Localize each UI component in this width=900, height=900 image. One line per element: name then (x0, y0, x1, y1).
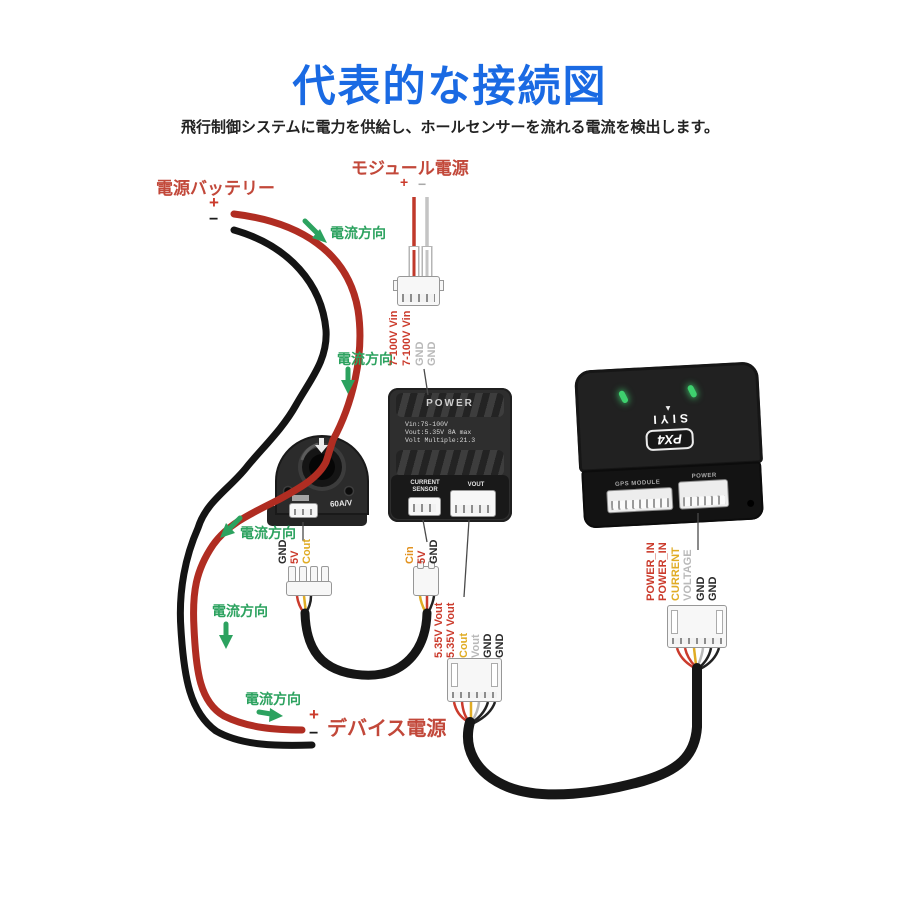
flight-controller: PX4 SIYI ▲ GPS MODULE POWER (573, 361, 766, 529)
pin-strip (402, 294, 435, 302)
pin-label: POWER_IN (657, 542, 669, 601)
module-power-connector (393, 276, 444, 306)
connector-slot (491, 663, 498, 687)
device-plus-mark: + (309, 705, 319, 724)
page-subtitle: 飛行制御システムに電力を供給し、ホールセンサーを流れる電流を検出します。 (180, 119, 720, 136)
module-minus-mark: − (418, 176, 427, 192)
vout-port-label: VOUT (467, 482, 485, 488)
flight-controller-front-face: GPS MODULE POWER (581, 461, 765, 529)
power-module-specs: Vin:7S-100V Vout:5.35V 8A max Volt Multi… (405, 421, 475, 445)
pin-label: GND (414, 341, 426, 366)
flow-label-4: 電流方向 (212, 603, 268, 619)
pin-label: CURRENT (670, 547, 682, 601)
device-power-label: デバイス電源 (327, 718, 447, 740)
pin-sleeve (417, 561, 424, 569)
flight-controller-branding: PX4 SIYI ▲ (606, 401, 732, 453)
pin-label: 7-100V Vin (388, 310, 400, 366)
battery-plus-mark: + (209, 193, 219, 212)
pin-label: Cout (301, 538, 313, 564)
sensor-in-connector (413, 561, 439, 596)
px4-logo: PX4 (644, 427, 695, 452)
vout-cable-connector (447, 658, 502, 702)
pin-label: 5V (416, 550, 428, 564)
flow-label-2: 電流方向 (337, 351, 393, 367)
pin-label: GND (428, 539, 440, 564)
sensor-cable (295, 595, 436, 680)
module-power-label: モジュール電源 (351, 159, 469, 178)
fc-power-cable-connector (667, 605, 727, 648)
pin-label: 7-100V Vin (401, 310, 413, 366)
pin-label: 5.35V Vout (433, 602, 445, 658)
connector-slot (671, 610, 678, 634)
pin-sleeve (428, 561, 435, 569)
pin-label: POWER_IN (645, 542, 657, 601)
current-sensor-port-label-line1: CURRENT (410, 480, 440, 486)
pin-label: GND (277, 539, 289, 564)
battery-label: 電源バッテリー (156, 179, 275, 198)
pin-label: Vout (470, 634, 482, 658)
connector-body (286, 581, 332, 596)
battery-minus-mark: − (209, 211, 219, 228)
current-sensor-port-connector (408, 497, 441, 516)
spec-line-3: Volt Multiple:21.3 (405, 437, 476, 444)
pin-label: GND (695, 576, 707, 601)
pin-strip (610, 498, 670, 511)
pin-strip (682, 495, 726, 507)
flow-label-5: 電流方向 (245, 691, 301, 707)
power-module-vents-top (396, 393, 504, 417)
pin-label: GND (707, 576, 719, 601)
spec-line-2: Vout:5.35V 8A max (405, 429, 472, 436)
sensor-out-connector (286, 566, 332, 596)
connector-tab (439, 280, 444, 291)
pin-strip (294, 509, 313, 515)
connector-tab (393, 280, 398, 291)
fc-power-port-connector (677, 479, 730, 510)
pin-label: VOLTAGE (682, 549, 694, 601)
current-sensor-port-label: CURRENT SENSOR (405, 480, 445, 494)
flight-controller-top-face: PX4 SIYI ▲ (573, 361, 764, 473)
pin-label: 5V (289, 550, 301, 564)
power-module-title: POWER (426, 398, 474, 409)
status-led-icon (617, 389, 630, 405)
pin-label: GND (494, 633, 506, 658)
device-minus-mark: − (309, 725, 319, 742)
pin-label: GND (426, 341, 438, 366)
flow-label-1: 電流方向 (330, 225, 386, 241)
sensor-rating-label: 60A/V (329, 498, 353, 509)
status-led-icon (686, 384, 698, 399)
pin-label: GND (482, 633, 494, 658)
spec-line-1: Vin:7S-100V (405, 421, 448, 428)
gps-port-label: GPS MODULE (614, 479, 661, 488)
sensor-board-connector (289, 503, 318, 518)
module-power-wires (408, 197, 433, 276)
pin-label: Cin (404, 546, 416, 564)
pin-strip (413, 504, 436, 512)
pin-strip (455, 505, 491, 513)
current-sensor-port-label-line2: SENSOR (412, 487, 438, 493)
pin-strip (452, 692, 497, 698)
button-dot (746, 499, 755, 508)
module-plus-mark: + (400, 174, 409, 190)
vout-port-connector (450, 490, 496, 517)
battery-negative-wire (176, 226, 330, 749)
power-module-vents-mid (396, 450, 504, 476)
connector-slot (716, 610, 723, 634)
gps-port-connector (606, 486, 674, 514)
pin-label: 5.35V Vout (445, 602, 457, 658)
sensor-direction-arrow-icon (315, 438, 328, 453)
battery-positive-wire (190, 210, 364, 734)
pin-label: Cout (458, 632, 470, 658)
pin-strip (672, 638, 722, 644)
page-title: 代表的な接続図 (292, 63, 608, 111)
current-direction-arrows (219, 218, 355, 722)
connector-slot (451, 663, 458, 687)
